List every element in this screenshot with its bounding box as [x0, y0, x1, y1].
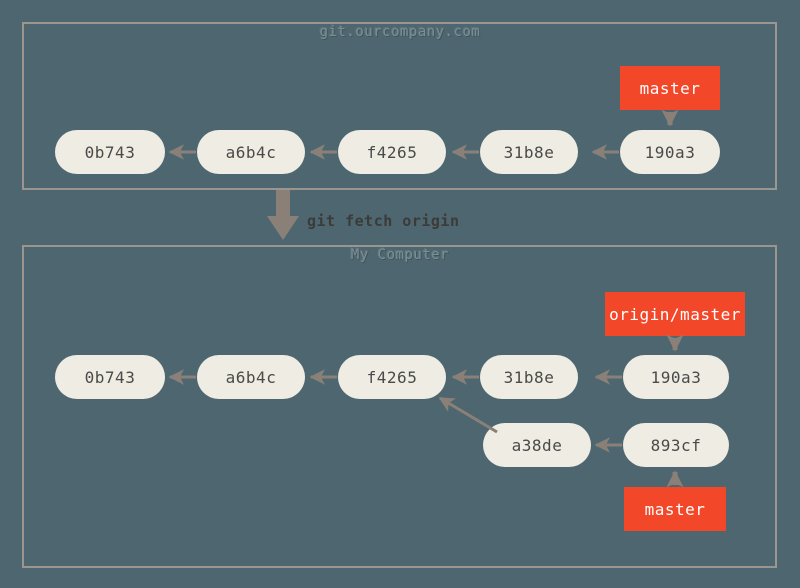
commit-node-server-a6b4c[interactable]: a6b4c — [197, 130, 305, 174]
commit-node-local-0b743[interactable]: 0b743 — [55, 355, 165, 399]
commit-node-local-a38de[interactable]: a38de — [483, 423, 591, 467]
commit-node-server-f4265[interactable]: f4265 — [338, 130, 446, 174]
panel-server-title: git.ourcompany.com — [319, 24, 481, 40]
commit-node-local-a6b4c[interactable]: a6b4c — [197, 355, 305, 399]
fetch-command-caption: git fetch origin — [307, 212, 460, 230]
commit-node-local-31b8e[interactable]: 31b8e — [480, 355, 578, 399]
commit-node-local-f4265[interactable]: f4265 — [338, 355, 446, 399]
commit-node-server-190a3[interactable]: 190a3 — [620, 130, 720, 174]
branch-label-local-master[interactable]: master — [624, 487, 726, 531]
branch-label-server-master[interactable]: master — [620, 66, 720, 110]
panel-local-title: My Computer — [350, 247, 450, 263]
panel-server — [22, 22, 777, 190]
commit-node-local-893cf[interactable]: 893cf — [623, 423, 729, 467]
panel-local — [22, 245, 777, 568]
commit-node-server-0b743[interactable]: 0b743 — [55, 130, 165, 174]
fetch-flow-arrow — [267, 190, 299, 240]
branch-label-local-origin-master[interactable]: origin/master — [605, 292, 745, 336]
commit-node-server-31b8e[interactable]: 31b8e — [480, 130, 578, 174]
commit-node-local-190a3[interactable]: 190a3 — [623, 355, 729, 399]
